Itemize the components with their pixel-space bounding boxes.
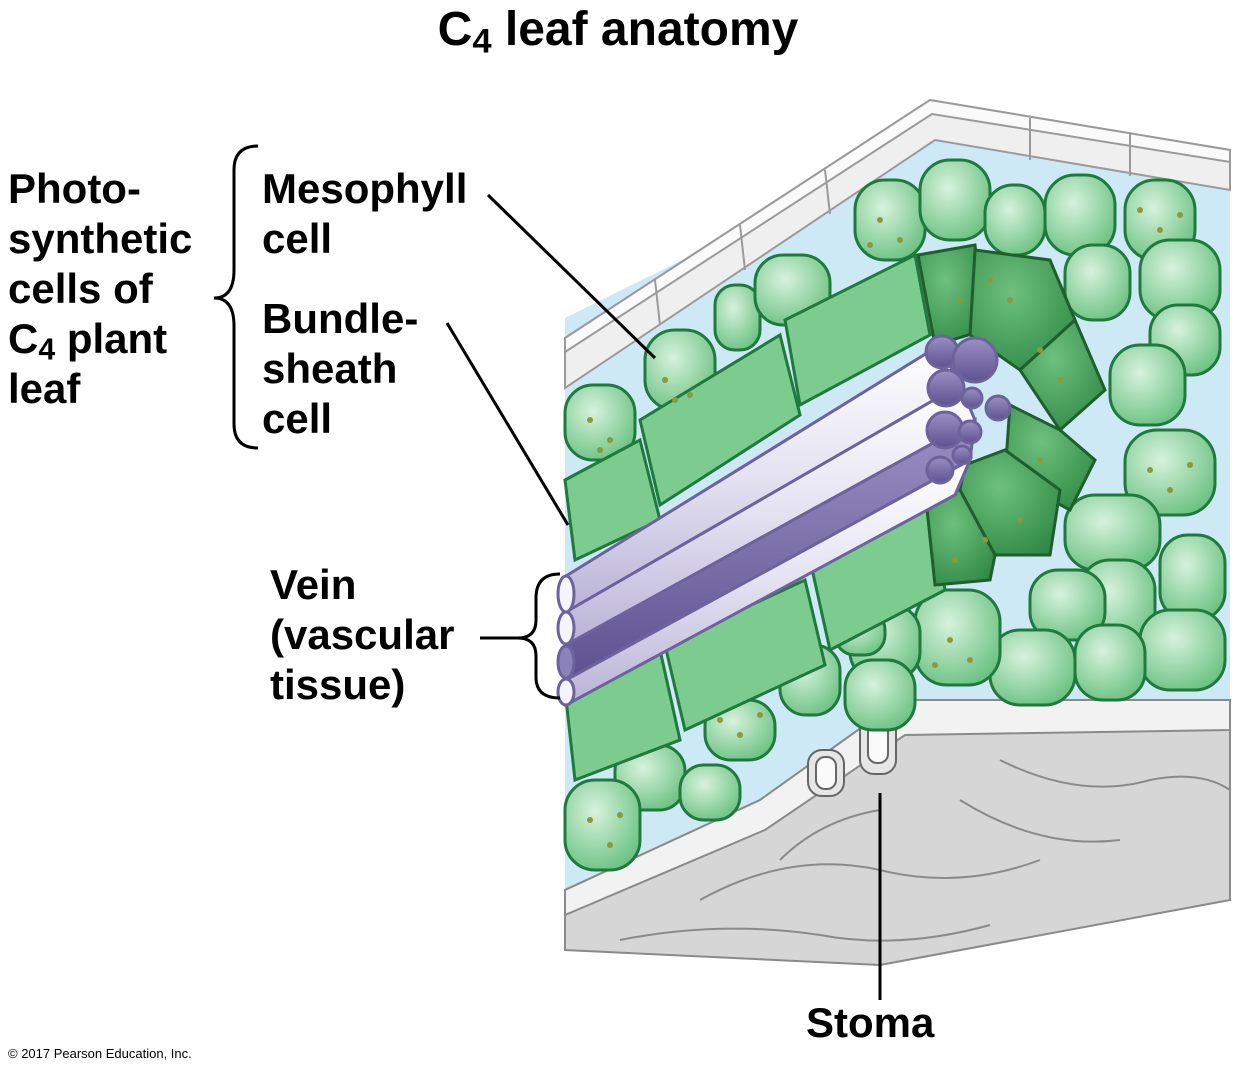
copyright-credit: © 2017 Pearson Education, Inc.: [8, 1046, 192, 1061]
mesophyll-leader: [486, 193, 657, 360]
mesophyll-cell-label: Mesophyll cell: [262, 165, 468, 262]
lower-epidermis: [564, 699, 1231, 967]
bundle-sheath-cell-label: Bundle- sheath cell: [262, 295, 419, 442]
stoma-label: Stoma: [806, 999, 935, 1046]
bundle-sheath-leader: [445, 322, 570, 526]
chloroplast-dots: [587, 207, 1193, 848]
label-leader-lines: [213, 144, 882, 1000]
vein-label: Vein (vascular tissue): [270, 561, 455, 708]
upper-epidermis: [564, 98, 1231, 390]
mesophyll-cells: [563, 158, 1227, 872]
bundle-sheath-cells: [916, 243, 1107, 587]
photosynthetic-cells-label: Photo- synthetic cells of C4 plant leaf: [8, 165, 193, 412]
photosynthetic-bracket: [213, 144, 259, 450]
vein-bracket: [517, 572, 561, 700]
diagram-title: C4 leaf anatomy: [437, 3, 799, 61]
vein-vascular-tubes: [556, 334, 1012, 708]
